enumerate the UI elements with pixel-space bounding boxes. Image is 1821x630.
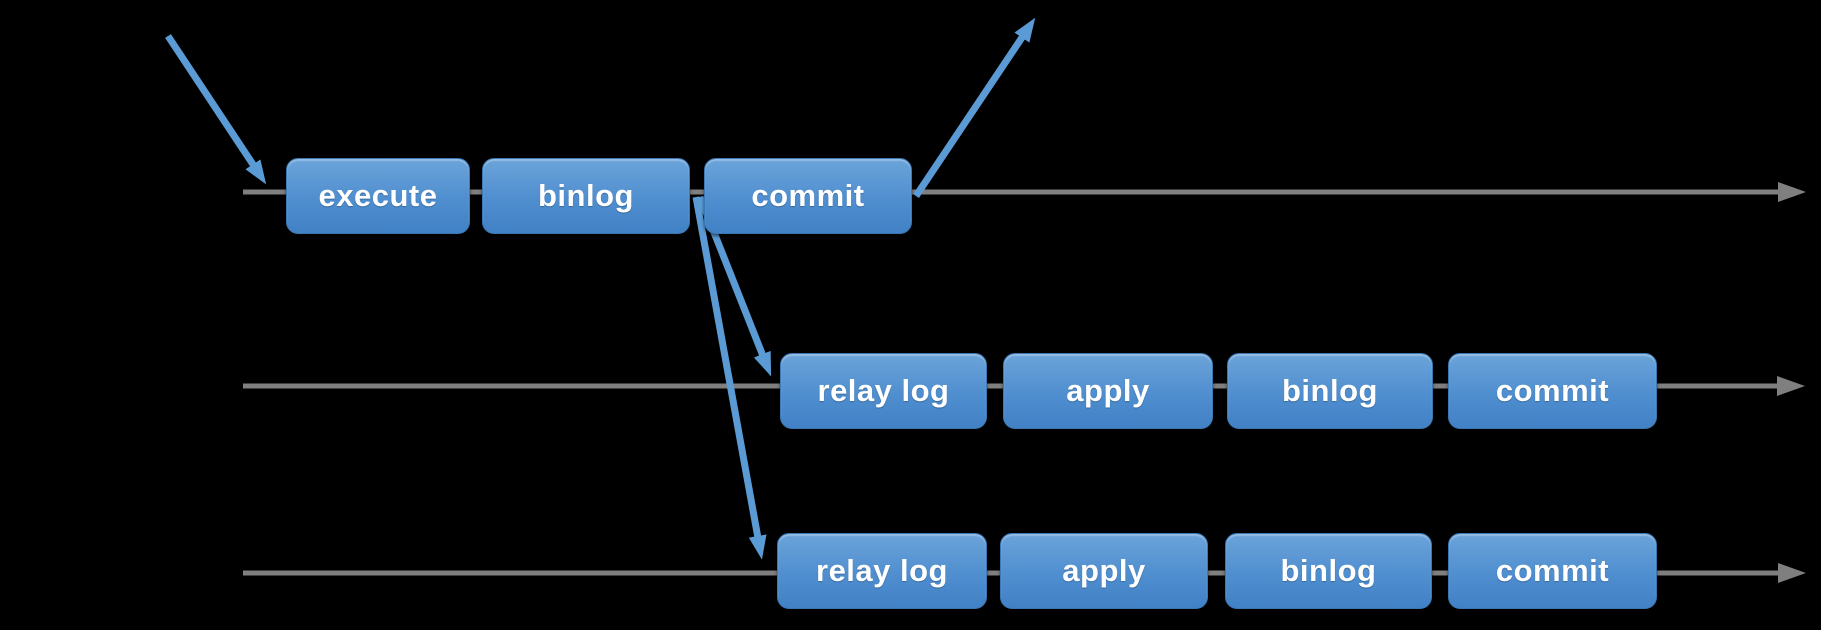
incoming-request-arrow — [165, 34, 267, 185]
step-box-slave-b-relay-log: relay log — [777, 533, 987, 609]
ack-response-arrow — [913, 17, 1036, 198]
step-box-master-commit: commit — [704, 158, 912, 234]
replication-arrow-slave-b — [692, 196, 767, 560]
step-box-master-execute: execute — [286, 158, 470, 234]
step-box-slave-a-binlog: binlog — [1227, 353, 1433, 429]
step-box-slave-a-relay-log: relay log — [780, 353, 987, 429]
step-box-slave-b-commit: commit — [1448, 533, 1657, 609]
step-box-slave-a-apply: apply — [1003, 353, 1213, 429]
step-box-slave-b-binlog: binlog — [1225, 533, 1432, 609]
step-box-slave-b-apply: apply — [1000, 533, 1208, 609]
step-box-master-binlog: binlog — [482, 158, 690, 234]
step-box-slave-a-commit: commit — [1448, 353, 1657, 429]
